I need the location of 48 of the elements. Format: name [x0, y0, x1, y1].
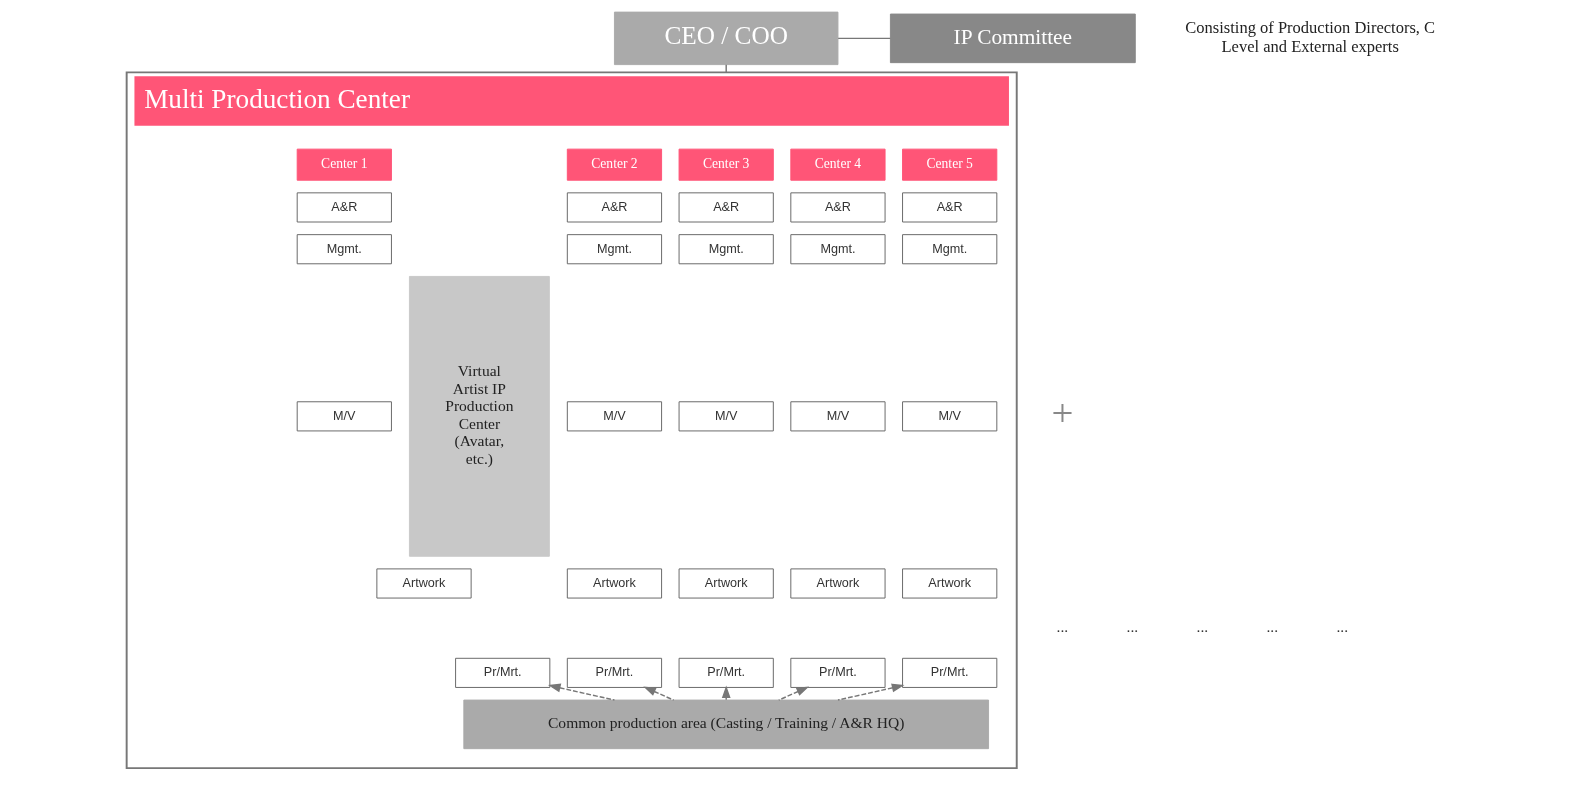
label: ... — [1196, 617, 1208, 635]
node-box: Pr/Mrt. — [566, 657, 662, 688]
node-box: Center 5 — [901, 148, 997, 181]
node-box: Center 4 — [789, 148, 886, 181]
node-box: M/V — [566, 401, 662, 432]
node-box: A&R — [296, 192, 392, 223]
node-box: M/V — [789, 401, 886, 432]
arrow — [777, 686, 809, 701]
node-box: Pr/Mrt. — [678, 657, 774, 688]
node-box: A&R — [901, 192, 997, 223]
node-box: Artwork — [678, 568, 774, 599]
arrow — [836, 683, 904, 701]
node-box: M/V — [901, 401, 997, 432]
node-box: CEO / COO — [613, 11, 838, 66]
node-box: A&R — [678, 192, 774, 223]
arrow — [642, 686, 674, 701]
arrow — [547, 683, 615, 701]
node-box: Center 2 — [566, 148, 662, 181]
node-box: IP Committee — [889, 13, 1136, 64]
node-box: Virtual Artist IP Production Center (Avatar, etc.) — [408, 275, 550, 557]
node-box: M/V — [296, 401, 392, 432]
node-box: Mgmt. — [566, 234, 662, 265]
label: ... — [1056, 617, 1068, 635]
label: ... — [1265, 617, 1278, 635]
node-box: Artwork — [566, 568, 662, 599]
node-box: A&R — [566, 192, 662, 223]
node-label: Consisting of Production Directors, C Level and External experts — [1184, 18, 1435, 56]
node-box: Mgmt. — [678, 234, 774, 265]
node-box: Artwork — [901, 568, 997, 599]
connector — [724, 64, 727, 74]
node-box: A&R — [789, 192, 886, 223]
node-box: Pr/Mrt. — [901, 657, 997, 688]
connector — [836, 37, 891, 40]
label: ... — [1126, 617, 1138, 635]
node-box: Mgmt. — [901, 234, 997, 265]
node-box: Center 1 — [296, 148, 392, 181]
node-box: Artwork — [789, 568, 886, 599]
label: ... — [1335, 617, 1348, 635]
node-box: M/V — [678, 401, 774, 432]
node-box: Artwork — [375, 568, 472, 599]
node-box: Mgmt. — [296, 234, 392, 265]
node-box: Pr/Mrt. — [789, 657, 886, 688]
node-box: Center 3 — [678, 148, 774, 181]
label: + — [1050, 391, 1073, 435]
node-box: Common production area (Casting / Training / A&R HQ) — [462, 699, 989, 750]
arrow — [721, 685, 731, 701]
node-box: Pr/Mrt. — [454, 657, 550, 688]
node-box: Mgmt. — [789, 234, 886, 265]
